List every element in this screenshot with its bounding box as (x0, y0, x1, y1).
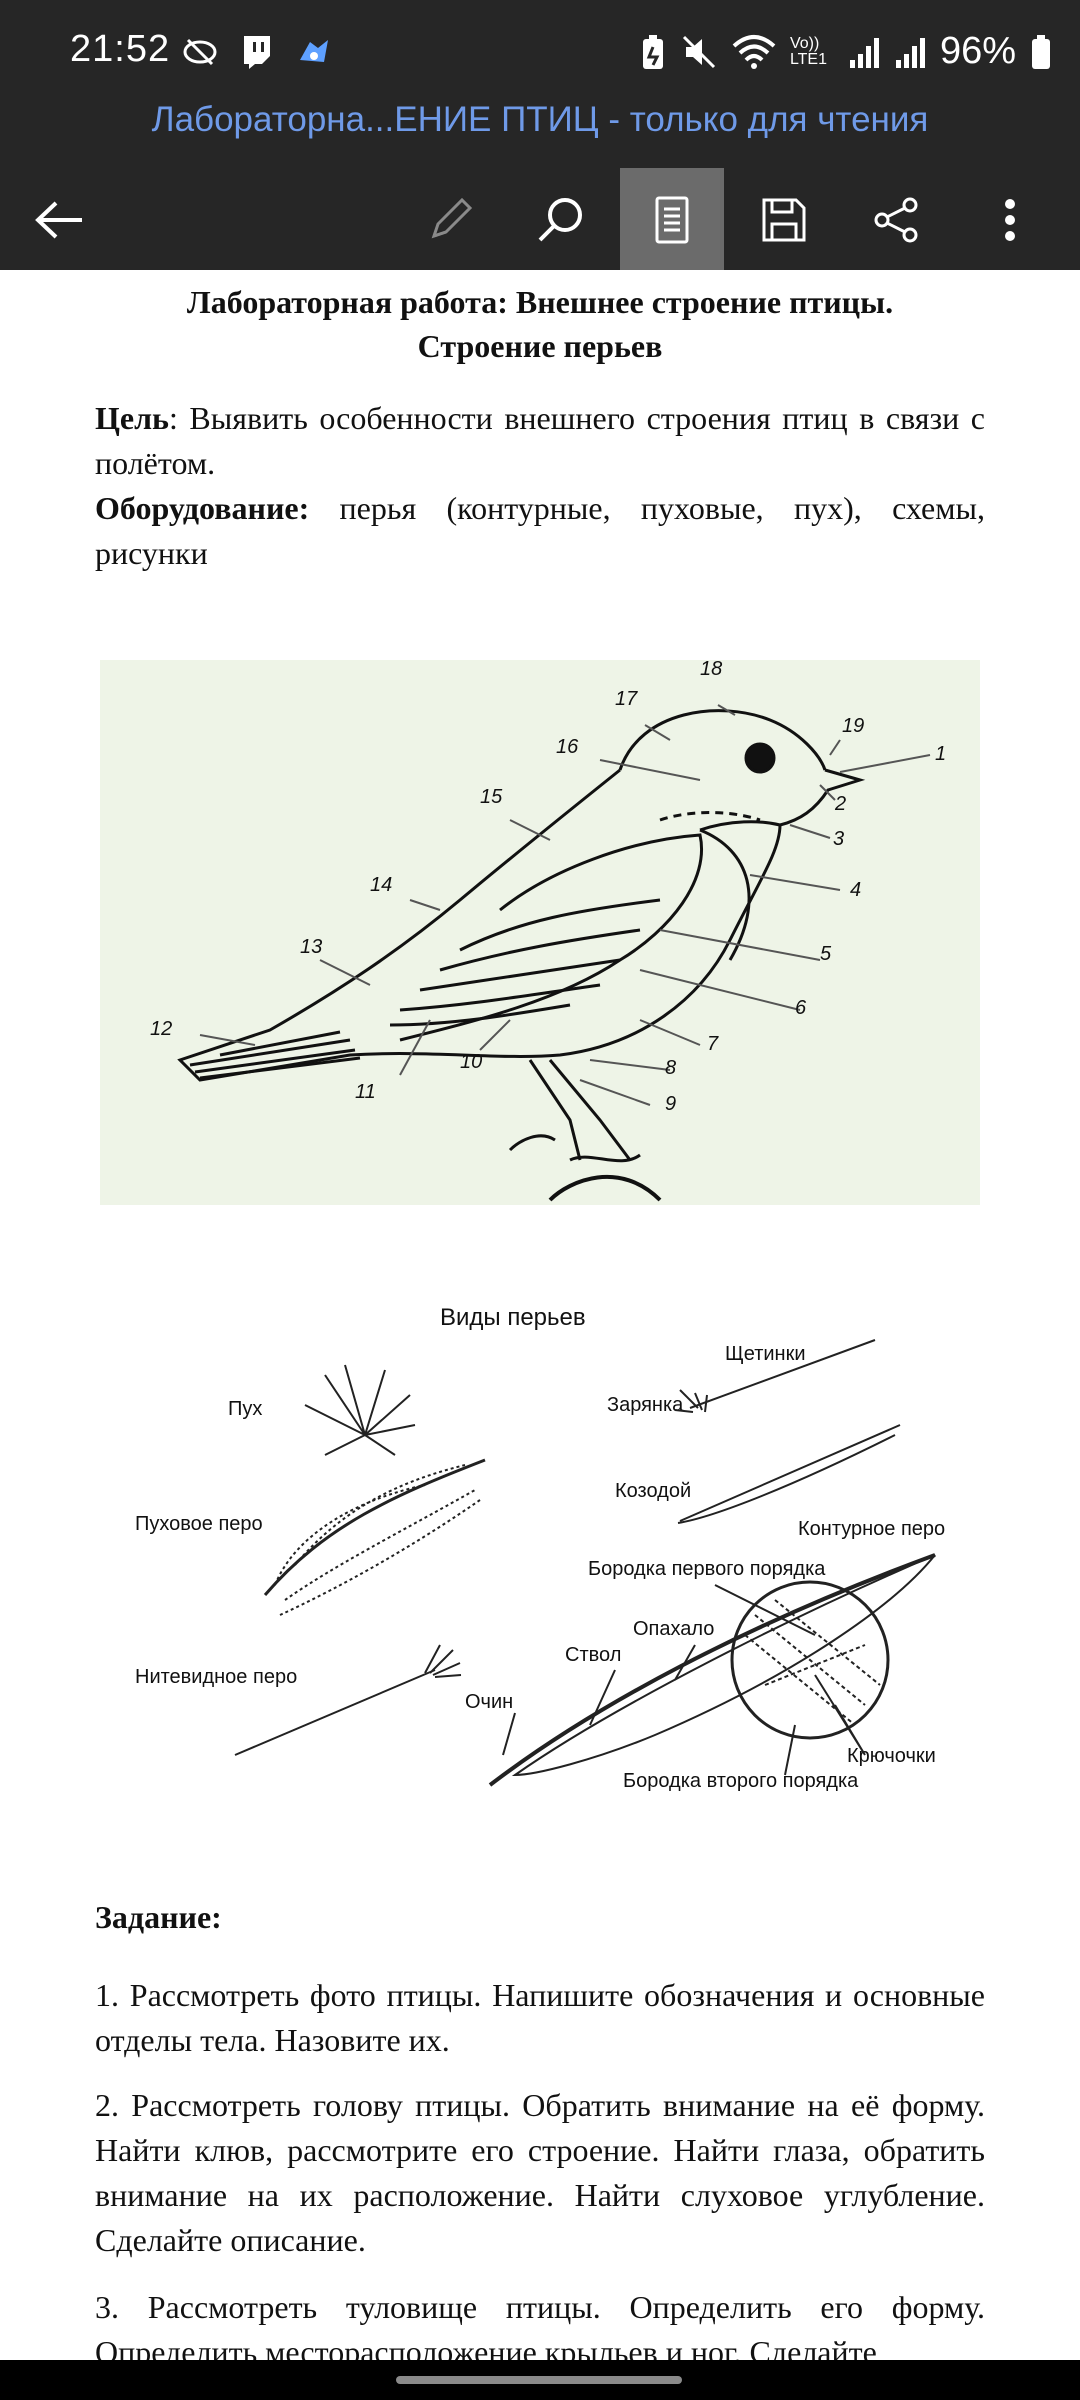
label-opakhalo: Опахало (633, 1618, 714, 1640)
share-button[interactable] (844, 168, 948, 272)
signal-icon (849, 37, 879, 68)
reading-mode-button[interactable] (620, 168, 724, 272)
bird-label-1: 1 (935, 743, 946, 765)
bird-label-10: 10 (460, 1051, 482, 1073)
bird-label-12: 12 (150, 1018, 172, 1040)
pencil-icon (431, 197, 473, 239)
goal-label: Цель (95, 400, 169, 436)
goal-text: : Выявить особенности внешнего строения … (95, 400, 985, 481)
document-page[interactable]: Лабораторная работа: Внешнее строение пт… (0, 270, 1080, 2360)
doc-heading: Лабораторная работа: Внешнее строение пт… (80, 280, 1000, 368)
label-borodka2: Бородка второго порядка (623, 1770, 859, 1792)
bird-structure-figure: 1 2 3 4 5 6 7 8 9 10 11 12 13 14 15 16 1… (100, 658, 980, 1205)
bird-label-7: 7 (707, 1033, 719, 1055)
down-feather-plume (263, 1458, 486, 1616)
bird-label-19: 19 (842, 715, 864, 737)
doc-heading-line1: Лабораторная работа: Внешнее строение пт… (186, 284, 894, 320)
feather-figure-title: Виды перьев (440, 1304, 586, 1331)
twitch-icon (244, 36, 270, 69)
label-zaryanka: Зарянка (607, 1394, 684, 1416)
home-gesture-pill[interactable] (396, 2376, 682, 2384)
game-icon (300, 40, 328, 62)
network-type-label: Vo)) LTE1 (789, 34, 827, 68)
bird-label-5: 5 (820, 943, 832, 965)
status-time: 21:52 (70, 28, 171, 70)
more-icon (1005, 199, 1015, 241)
goal-paragraph: Цель: Выявить особенности внешнего строе… (95, 396, 985, 486)
down-feather-drawing (304, 1364, 416, 1456)
task-2: 2. Рассмотреть голову птицы. Обратить вн… (95, 2087, 985, 2258)
bird-label-16: 16 (556, 736, 579, 758)
bird-label-13: 13 (300, 936, 322, 958)
battery-saver-icon (642, 34, 663, 69)
back-button[interactable] (8, 168, 112, 272)
task-heading: Задание: (95, 1895, 985, 1940)
save-button[interactable] (732, 168, 836, 272)
document-title: Лабораторна...ЕНИЕ ПТИЦ - только для чте… (151, 100, 929, 139)
bird-label-15: 15 (480, 786, 503, 808)
search-icon (538, 198, 582, 242)
task-1: 1. Рассмотреть фото птицы. Напишите обоз… (95, 1977, 985, 2058)
battery-icon (1032, 34, 1050, 69)
bird-label-9: 9 (665, 1093, 676, 1115)
notification-icons (180, 34, 334, 70)
edit-button[interactable] (398, 168, 502, 272)
bird-label-17: 17 (615, 688, 638, 710)
equipment-paragraph: Оборудование: перья (контурные, пуховые,… (95, 486, 985, 576)
save-icon (762, 198, 806, 242)
signal-icon-2 (895, 37, 925, 68)
bird-label-18: 18 (700, 660, 722, 680)
battery-percent: 96% (939, 30, 1016, 72)
bird-label-14: 14 (370, 874, 392, 896)
feather-drawing: Виды перьев Щетинки Зарянка Козодой Конт… (135, 1304, 945, 1792)
task-heading-label: Задание: (95, 1899, 222, 1935)
label-stvol: Ствол (565, 1644, 621, 1666)
wifi-icon (732, 34, 776, 69)
label-ochin: Очин (465, 1691, 513, 1713)
equipment-text: перья (контурные, пуховые, пух), схемы, … (95, 490, 985, 571)
label-pukhovoe: Пуховое перо (135, 1513, 263, 1535)
back-icon (35, 201, 82, 239)
share-icon (874, 197, 918, 243)
status-bar: 21:52 Vo)) LTE1 96% (0, 0, 1080, 100)
toolbar (0, 168, 1080, 272)
task-3: 3. Рассмотреть туловище птицы. Определит… (95, 2289, 985, 2360)
search-button[interactable] (508, 168, 612, 272)
feather-types-figure: Виды перьев Щетинки Зарянка Козодой Конт… (95, 1285, 990, 1825)
navigation-bar (0, 2360, 1080, 2400)
bird-label-8: 8 (665, 1057, 676, 1079)
label-borodka1: Бородка первого порядка (588, 1558, 826, 1580)
label-kozodoy: Козодой (615, 1480, 691, 1502)
bird-drawing: 1 2 3 4 5 6 7 8 9 10 11 12 13 14 15 16 1… (150, 658, 946, 1202)
reading-mode-icon (655, 196, 689, 244)
doc-heading-line2: Строение перьев (417, 328, 663, 364)
bird-label-3: 3 (833, 828, 844, 850)
app-header: Лабораторна...ЕНИЕ ПТИЦ - только для чте… (0, 100, 1080, 272)
system-icons: Vo)) LTE1 96% (640, 30, 1052, 73)
equipment-label: Оборудование: (95, 490, 310, 526)
label-pukh: Пух (228, 1398, 262, 1420)
label-nitevidnoe: Нитевидное перо (135, 1666, 297, 1688)
mute-icon (682, 35, 715, 68)
bird-label-4: 4 (850, 879, 861, 901)
label-kontur: Контурное перо (798, 1518, 945, 1540)
bird-label-6: 6 (795, 997, 807, 1019)
bird-label-11: 11 (355, 1081, 376, 1103)
label-shchetinki: Щетинки (725, 1343, 806, 1365)
data-saver-icon (183, 38, 217, 66)
label-kryuchochki: Крючочки (847, 1745, 936, 1767)
bird-label-2: 2 (834, 793, 846, 815)
more-options-button[interactable] (958, 168, 1062, 272)
